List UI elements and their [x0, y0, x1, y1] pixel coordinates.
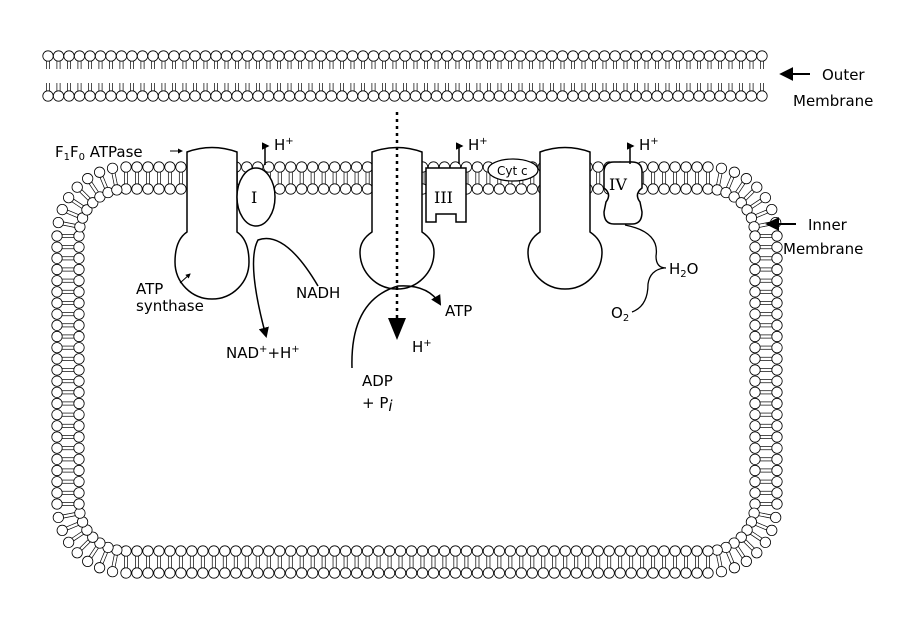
adp-label: ADP	[362, 372, 393, 390]
adp-to-atp-arrow	[351, 285, 442, 369]
nadh-arrow	[252, 237, 319, 339]
atp-label: ATP	[445, 302, 472, 320]
complex-4-label: IV	[609, 175, 627, 194]
h-plus-complex3: H+	[468, 136, 488, 154]
h-plus-complex4: H+	[639, 136, 659, 154]
atp-synthase-label-line2: synthase	[136, 297, 204, 315]
cytochrome-c	[487, 158, 539, 182]
inner-membrane-label-line1: Inner	[808, 216, 848, 234]
h-plus-complex1: H+	[274, 136, 294, 154]
nadh-label: NADH	[296, 284, 340, 302]
oxygen-water-path	[624, 224, 667, 313]
atp-synthase-right	[527, 146, 603, 290]
atp-synthase-left	[174, 146, 250, 300]
complex-1-label: I	[251, 188, 257, 207]
complex-4	[603, 161, 643, 225]
outer-membrane-label-line2: Membrane	[793, 92, 873, 110]
complex-3-label: III	[434, 188, 453, 207]
nad-label: NAD++H+	[226, 344, 300, 362]
cyt-c-label: Cyt c	[497, 164, 528, 178]
proton-arrows	[262, 142, 635, 165]
complex-1	[236, 167, 276, 227]
atp-synthase-pointer	[179, 273, 191, 284]
atp-synthase-label-line1: ATP	[136, 280, 163, 298]
outer-membrane	[42, 50, 768, 102]
inner-membrane-label-line2: Membrane	[783, 240, 863, 258]
h2o-label: H2O	[669, 260, 698, 280]
h-plus-matrix: H+	[412, 338, 432, 356]
o2-label: O2	[611, 304, 629, 324]
pi-label: + Pi	[362, 394, 393, 415]
complex-3	[425, 167, 467, 223]
atpase-label: F1F0 ATPase	[55, 143, 143, 163]
outer-membrane-label-line1: Outer	[822, 66, 865, 84]
